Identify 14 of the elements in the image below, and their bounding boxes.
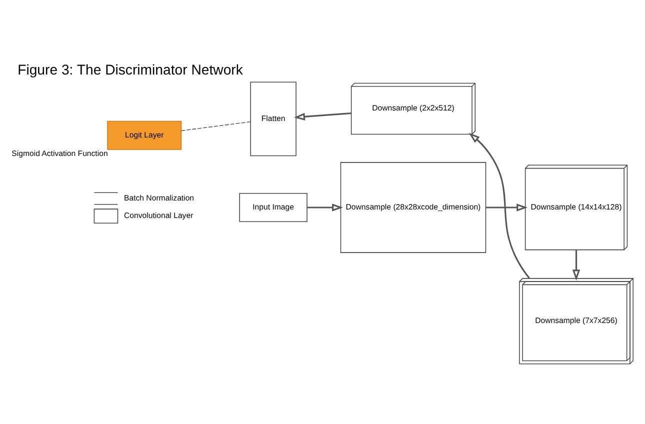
node-label: Sigmoid Activation Function (12, 148, 108, 158)
diagram-title: Figure 3: The Discriminator Network (18, 62, 243, 78)
arrow (572, 250, 580, 281)
arrow (486, 204, 528, 212)
arrow (468, 132, 530, 279)
legend-label: Convolutional Layer (124, 211, 194, 220)
node-box: Input Image (239, 193, 308, 222)
node-box: Logit Layer (107, 120, 182, 150)
node-box: Downsample (28x28xcode_dimension) (340, 162, 486, 253)
legend-label: Batch Normalization (124, 193, 194, 202)
arrow (294, 112, 352, 120)
connector (180, 121, 251, 132)
arrow (307, 204, 344, 212)
node-box: Flatten (250, 82, 296, 156)
